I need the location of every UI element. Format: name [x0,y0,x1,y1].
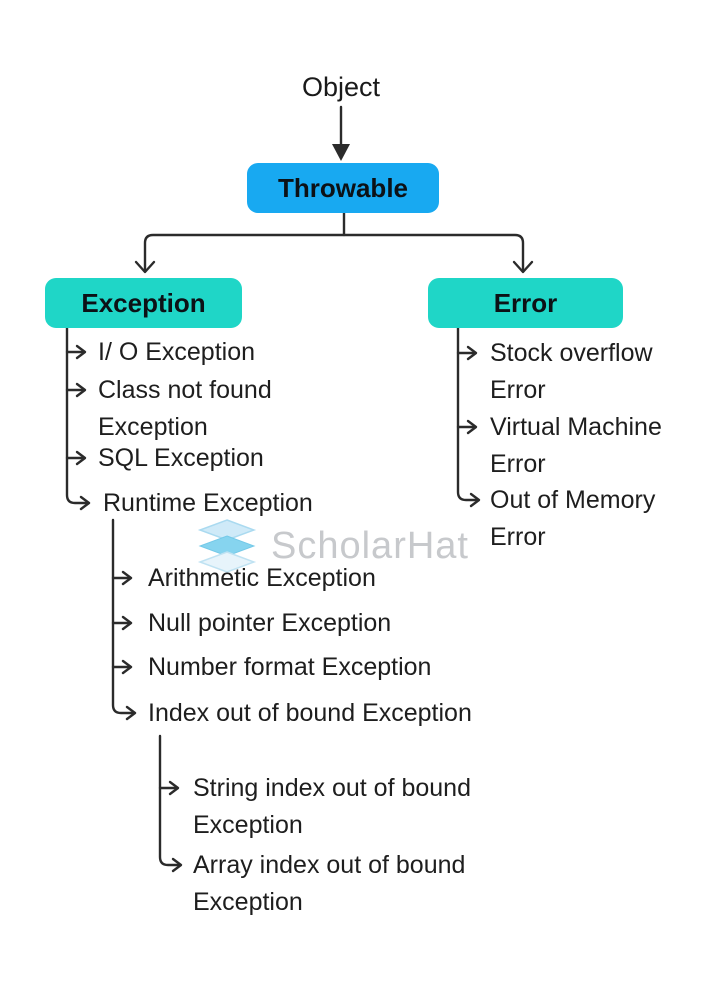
runtime-child-arithmetic: Arithmetic Exception [148,564,376,592]
indexoutofbound-branch-arrowhead [125,705,137,721]
node-throwable: Throwable [247,163,439,213]
error-child-virtualmachine: Virtual Machine Error [490,413,662,478]
error-child-outofmemory: Out of Memory Error [490,486,656,551]
object-arrowhead [332,144,350,161]
index-child-stringindex: String index out of bound Exception [193,774,471,839]
node-object: Object [301,72,381,102]
runtime-child-numberformat: Number format Exception [148,653,432,681]
index-rail [158,734,181,867]
branch-line [143,233,525,273]
exception-child-io: I/ O Exception [98,338,256,366]
arrayindex-branch-arrowhead [171,857,183,873]
index-child-arrayindex: Array index out of bound Exception [193,851,466,916]
exception-child-runtime: Runtime Exception [103,489,313,517]
error-child-stackoverflow: Stock overflow Error [490,339,653,404]
node-exception: Exception [45,278,242,328]
error-arrowhead [512,260,534,274]
outofmemory-branch-arrowhead [469,492,481,508]
exception-rail [65,326,89,505]
watermark-brand-text: ScholarHat [271,524,469,567]
runtime-child-indexoutofbound: Index out of bound Exception [148,699,472,727]
runtime-child-nullpointer: Null pointer Exception [148,609,392,637]
node-error: Error [428,278,623,328]
watermark: ScholarHat [197,518,469,574]
runtime-branch-arrowhead [79,495,91,511]
runtime-rail [111,518,135,715]
exception-child-sql: SQL Exception [98,444,264,472]
stacked-layers-icon [197,519,257,573]
exception-child-classnotfound: Class not found Exception [98,376,272,441]
error-rail [456,326,479,502]
exception-arrowhead [134,260,156,274]
